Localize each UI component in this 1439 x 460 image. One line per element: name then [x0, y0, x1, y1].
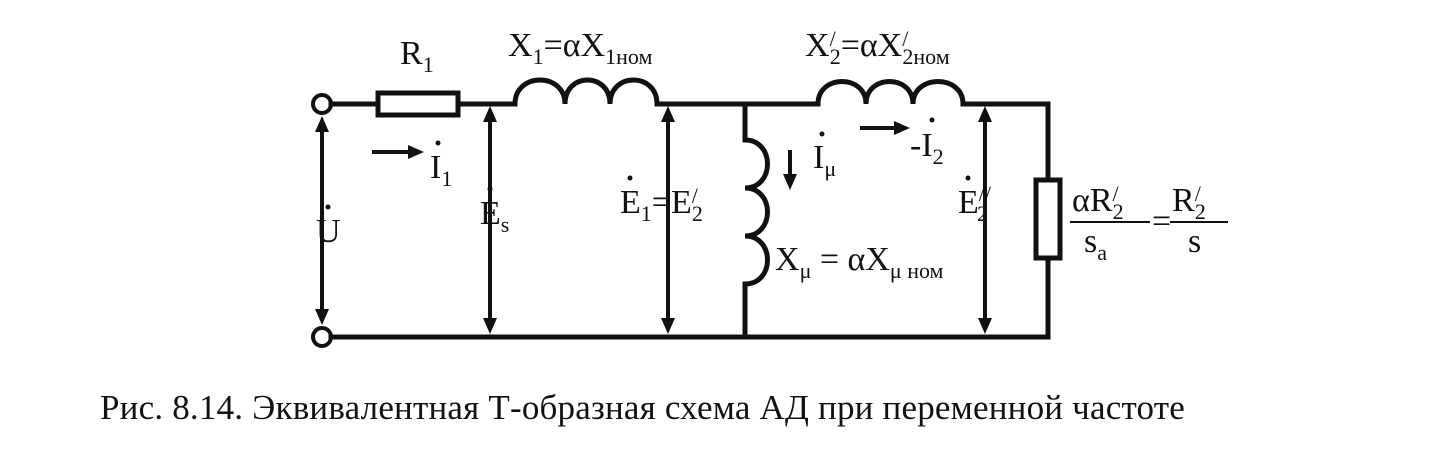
label-u: U [316, 204, 341, 250]
svg-text:E1=E/2: E1=E/2 [620, 183, 703, 226]
svg-text:E//2: E//2 [958, 181, 992, 226]
svg-text:s: s [1188, 223, 1201, 260]
label-es: Es [480, 186, 509, 237]
label-r1: R1 [400, 35, 434, 77]
inductor-x1 [512, 77, 660, 105]
inductor-xmu [744, 137, 770, 287]
figure-caption: Рис. 8.14. Эквивалентная Т-образная схем… [100, 388, 1185, 427]
label-i1: I1 [430, 140, 452, 191]
current-imu-arrow [783, 150, 797, 190]
label-e1: E1=E/2 [620, 175, 703, 226]
voltage-es-arrow [483, 106, 497, 334]
svg-text:Es: Es [480, 195, 509, 237]
resistor-load [1033, 177, 1063, 261]
input-terminal-top [311, 93, 333, 115]
label-imu: Iμ [813, 131, 836, 181]
svg-text:I1: I1 [430, 149, 452, 191]
input-terminal-bottom [311, 326, 333, 348]
svg-text:U: U [316, 213, 341, 250]
label-i2: -I2 [910, 117, 944, 169]
svg-text:sa: sa [1084, 223, 1107, 265]
svg-text:=: = [1152, 203, 1171, 240]
label-x1: X1=αX1ном [508, 27, 652, 69]
label-e2: E//2 [958, 175, 992, 226]
svg-text:αR/2: αR/2 [1072, 181, 1124, 224]
label-load-formula: αR/2 sa = R/2 s [1070, 181, 1228, 265]
current-i1-arrow [372, 145, 424, 159]
label-x2: X/2=αX/2ном [805, 26, 950, 69]
current-i2-arrow [860, 121, 910, 135]
voltage-e2-arrow [978, 106, 992, 334]
voltage-e1-arrow [661, 106, 675, 334]
svg-text:Iμ: Iμ [813, 139, 836, 181]
label-xmu: Xμ = αXμ ном [775, 241, 944, 283]
resistor-r1 [375, 90, 461, 118]
voltage-u-arrow [315, 116, 329, 325]
inductor-x2 [815, 79, 966, 105]
svg-text:-I2: -I2 [910, 127, 944, 169]
svg-text:R/2: R/2 [1172, 181, 1206, 224]
